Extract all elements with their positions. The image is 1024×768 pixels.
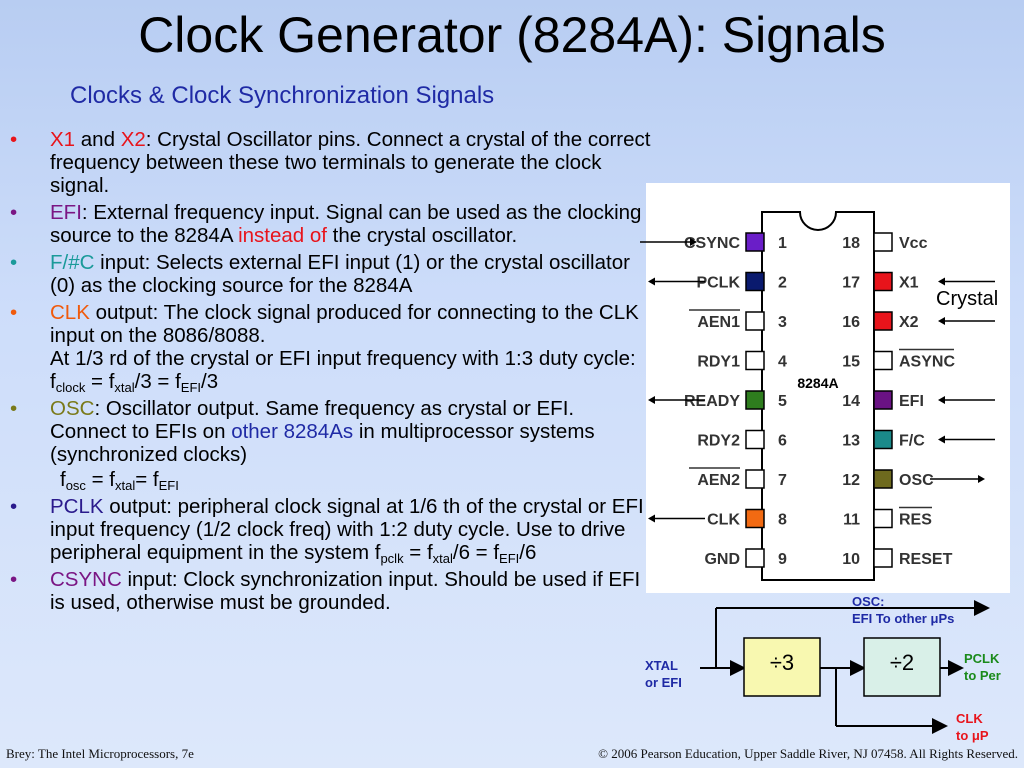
bullet-text: input: Clock synchronization input. Shou… [50, 568, 641, 614]
bullet-text: output: The clock signal produced for co… [50, 301, 639, 347]
bullet-clk: • CLK output: The clock signal produced … [6, 301, 654, 395]
bullet-marker: • [10, 301, 18, 324]
sub-xtal: xtal [114, 380, 135, 395]
sub-xtal: xtal [115, 478, 136, 493]
pclk-line1: PCLK [964, 651, 1000, 666]
mu-symbol: μ [971, 728, 980, 743]
sub-efi: EFI [158, 478, 179, 493]
bullet-marker: • [10, 397, 18, 420]
bullet-text: : External frequency input. Signal can b… [50, 201, 642, 247]
conjunction-and: and [75, 128, 121, 151]
osc-output-label: OSC: EFI To other μPs [852, 593, 954, 627]
input-label: XTAL or EFI [645, 657, 682, 691]
highlight-other-8284as: other 8284As [231, 420, 354, 443]
sub-clock: clock [55, 380, 86, 395]
bullet-text-end: the crystal oscillator. [326, 224, 518, 247]
bullet-fc: • F/#C input: Selects external EFI input… [6, 251, 654, 297]
chip-pinout-panel [646, 183, 1010, 593]
bullet-marker: • [10, 568, 18, 591]
slide-title: Clock Generator (8284A): Signals [138, 7, 886, 63]
bullet-marker: • [10, 251, 18, 274]
bullet-marker: • [10, 495, 18, 518]
p-text: P [979, 728, 989, 743]
osc-formula: fosc = fxtal= fEFI [6, 468, 654, 493]
signal-bullet-list: • X1 and X2: Crystal Oscillator pins. Co… [6, 128, 654, 614]
bullet-text: : Oscillator output. Same frequency as c… [50, 397, 575, 443]
signal-name-efi: EFI [50, 201, 82, 224]
bullet-text: input: Selects external EFI input (1) or… [50, 251, 630, 297]
sub-pclk: pclk [380, 551, 404, 566]
sub-xtal: xtal [432, 551, 453, 566]
signal-name-x2: X2 [120, 128, 146, 151]
input-line1: XTAL [645, 658, 678, 673]
bullet-osc: • OSC: Oscillator output. Same frequency… [6, 397, 654, 466]
osc-label-line1: OSC: [852, 594, 885, 609]
bullet-efi: • EFI: External frequency input. Signal … [6, 201, 654, 247]
signal-name-osc: OSC [50, 397, 95, 420]
clk-formula-text: At 1/3 rd of the crystal or EFI input fr… [50, 347, 636, 393]
mu-symbol: μ [930, 611, 939, 626]
osc-label-line2: EFI To other [852, 611, 931, 626]
clk-line1: CLK [956, 711, 983, 726]
bullet-marker: • [10, 128, 18, 151]
signal-name-x1: X1 [50, 128, 76, 151]
eq-part: /6 [519, 541, 537, 564]
slide-subtitle: Clocks & Clock Synchronization Signals [70, 82, 495, 109]
bullet-text: : Crystal Oscillator pins. Connect a cry… [50, 128, 651, 197]
ps-text: Ps [938, 611, 955, 626]
footer-right: © 2006 Pearson Education, Upper Saddle R… [598, 746, 1018, 761]
signal-name-pclk: PCLK [50, 495, 104, 518]
pclk-line2: to Per [964, 668, 1001, 683]
bullet-csync: • CSYNC input: Clock synchronization inp… [6, 568, 654, 614]
eq-part: = f [403, 541, 433, 564]
sub-efi: EFI [499, 551, 520, 566]
signal-name-csync: CSYNC [50, 568, 122, 591]
clk-output-label: CLK to μP [956, 710, 989, 744]
signal-name-fc: F/#C [50, 251, 95, 274]
f-symbol: f [60, 468, 66, 491]
bullet-pclk: • PCLK output: peripheral clock signal a… [6, 495, 654, 566]
footer-left: Brey: The Intel Microprocessors, 7e [6, 746, 194, 761]
eq-part: = f [135, 468, 159, 491]
bullet-marker: • [10, 201, 18, 224]
eq-part: = f [85, 370, 115, 393]
eq-part: /3 = f [134, 370, 181, 393]
bullet-text: output: peripheral clock signal at 1/6 t… [50, 495, 644, 564]
eq-part: /3 [201, 370, 219, 393]
divide-by-2-label: ÷2 [889, 650, 915, 675]
signal-name-clk: CLK [50, 301, 90, 324]
pclk-output-label: PCLK to Per [964, 650, 1001, 684]
bullet-text-end: in multiprocessor systems (synchronized … [50, 420, 595, 466]
input-line2: or EFI [645, 675, 682, 690]
highlight-instead-of: instead of [238, 224, 327, 247]
eq-part: = f [85, 468, 115, 491]
divide-by-3-label: ÷3 [769, 650, 795, 675]
sub-efi: EFI [180, 380, 202, 395]
clk-line2: to [956, 728, 972, 743]
crystal-label: Crystal [936, 288, 999, 310]
bullet-x1-x2: • X1 and X2: Crystal Oscillator pins. Co… [6, 128, 654, 197]
eq-part: /6 = f [452, 541, 500, 564]
sub-osc: osc [65, 478, 86, 493]
